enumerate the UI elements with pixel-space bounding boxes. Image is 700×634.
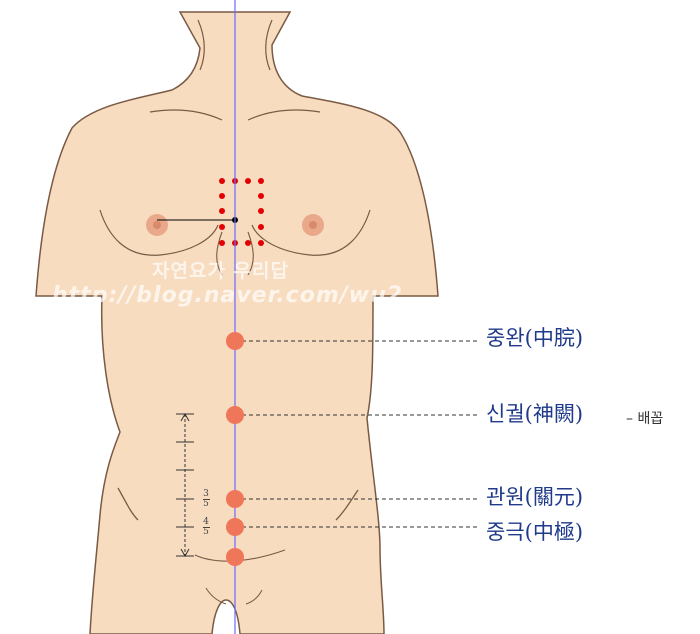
- label-gwanwon: 관원(關元): [486, 485, 584, 509]
- nipple-left-center: [153, 221, 161, 229]
- nipple-right-center: [309, 221, 317, 229]
- watermark-line2: http://blog.naver.com/wu2: [52, 283, 404, 308]
- neck-line-right: [265, 19, 273, 71]
- sternum-dot-box: [219, 178, 264, 246]
- measurement-scale: [176, 412, 194, 558]
- watermark-line1: 자연요가 우리답: [152, 260, 289, 282]
- sternum-curve-right: [247, 231, 254, 276]
- chest-curve-right: [251, 209, 371, 256]
- hip-line-left: [117, 487, 139, 521]
- label-junggeuk: 중극(中極): [486, 520, 584, 544]
- leader-lines: [242, 340, 478, 528]
- note-navel: – 배꼽: [626, 411, 664, 427]
- clavicle-left: [149, 109, 223, 121]
- torso-body: [35, 11, 439, 634]
- label-singwol: 신궐(神闕): [486, 402, 584, 426]
- chest-curve-left: [99, 209, 219, 256]
- label-jungwan: 중완(中脘): [486, 326, 584, 350]
- neck-line-left: [197, 19, 205, 71]
- groin-line-left: [205, 587, 227, 605]
- sternum-curve-left: [216, 231, 223, 276]
- acupoint-markers: [226, 332, 244, 566]
- groin-line-right: [245, 589, 263, 605]
- clavicle-right: [247, 109, 321, 121]
- hip-line-right: [335, 489, 359, 521]
